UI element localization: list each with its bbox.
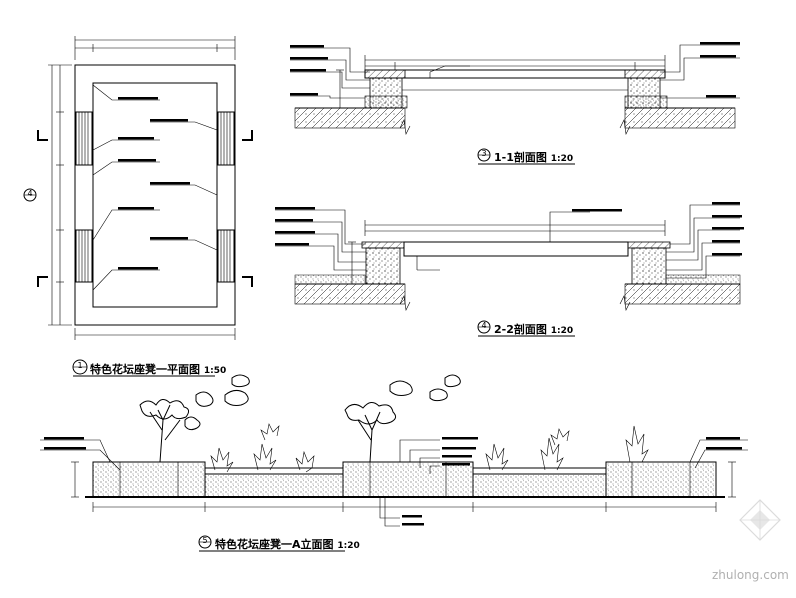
section-1-1: [290, 42, 740, 135]
section-2-title-text: 2-2剖面图: [494, 323, 547, 336]
plan-scale: 1:50: [203, 366, 227, 376]
side-marker: 4: [27, 189, 33, 198]
plan-title-text: 特色花坛座凳一平面图: [90, 363, 200, 376]
tree-left: [139, 374, 250, 463]
plan-marker: 1: [77, 361, 83, 370]
plan-title: 特色花坛座凳一平面图 1:50: [90, 361, 226, 377]
section-1-title-group: [477, 148, 575, 165]
section-2-marker: 4: [481, 321, 487, 330]
elevation-title-text: 特色花坛座凳一A立面图: [215, 538, 334, 551]
tree-center: [344, 374, 461, 463]
plan-title-group: [72, 359, 215, 377]
watermark-logo: [739, 499, 781, 541]
section-2-scale: 1:20: [550, 326, 574, 336]
elevation-title-group: [198, 535, 345, 552]
section-2-title-group: [477, 320, 575, 337]
elevation-scale: 1:20: [337, 541, 360, 551]
section-1-marker: 3: [481, 149, 487, 158]
section-1-title-text: 1-1剖面图: [494, 151, 547, 164]
elevation-marker: 5: [202, 536, 208, 545]
section-1-scale: 1:20: [550, 154, 574, 164]
elevation-view: [40, 374, 748, 527]
section-1-title: 1-1剖面图 1:20: [494, 149, 573, 165]
shrubs: [210, 423, 649, 473]
section-2-2: [275, 202, 744, 311]
watermark-text: zhulong.com: [712, 568, 789, 582]
plan-view: [23, 36, 253, 340]
elevation-title: 特色花坛座凳一A立面图 1:20: [215, 536, 360, 552]
section-2-title: 2-2剖面图 1:20: [494, 321, 573, 337]
